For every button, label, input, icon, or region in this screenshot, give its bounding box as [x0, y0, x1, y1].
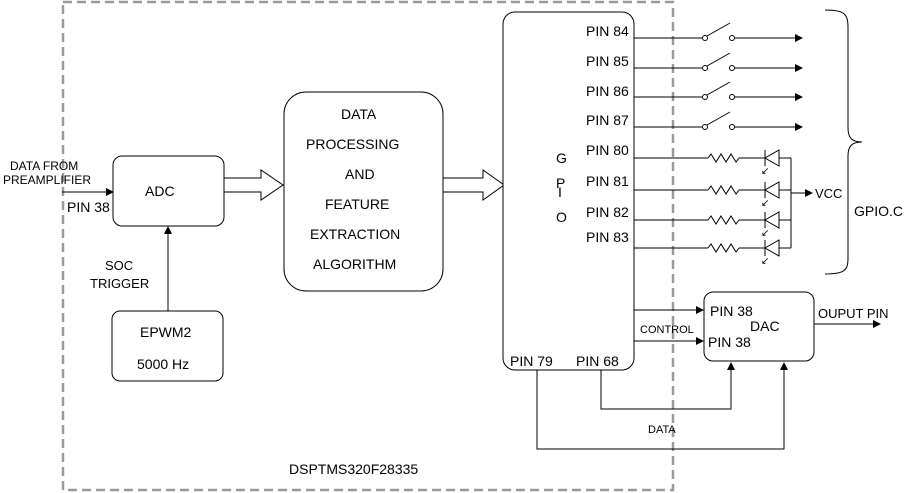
led-icon: [763, 211, 780, 229]
gpio-letter-p: P: [556, 175, 565, 191]
chip-boundary: [61, 0, 675, 492]
gpio-pin-82: PIN 82: [586, 204, 629, 220]
switch-icon: [702, 35, 708, 41]
dac-label: DAC: [750, 318, 780, 334]
gpio-connector-brace: [824, 9, 863, 275]
led-icon: [763, 181, 780, 199]
gpio-pin-68: PIN 68: [576, 353, 619, 369]
switch-row-87: [634, 111, 803, 131]
svg-text:↙: ↙: [761, 166, 769, 177]
switch-row-85: [634, 52, 803, 72]
led-row-82: ↙: [634, 211, 791, 239]
epwm-block: [111, 310, 224, 382]
resistor-icon: [707, 243, 740, 253]
input-signal: DATA FROM PREAMPLIFIER PIN 38: [3, 159, 114, 215]
led-row-81: ↙: [634, 181, 791, 209]
gpio-pin-81: PIN 81: [586, 173, 629, 189]
gpio-pin-79: PIN 79: [510, 353, 553, 369]
processing-line-3: AND: [345, 166, 375, 182]
soc-label-line1: SOC: [105, 258, 133, 273]
led-row-83: ↙: [634, 239, 791, 267]
adc-label: ADC: [145, 183, 175, 199]
gpio-letter-o: O: [556, 209, 567, 225]
data-label: DATA: [648, 424, 676, 436]
svg-text:↙: ↙: [761, 198, 769, 209]
data-line-pin68: [600, 362, 735, 410]
led-icon: [763, 239, 780, 257]
switch-icon: [702, 65, 708, 71]
resistor-icon: [707, 153, 740, 163]
resistor-icon: [707, 185, 740, 195]
led-row-80: ↙: [634, 149, 791, 177]
gpio-pin-80: PIN 80: [586, 142, 629, 158]
gpio-pin-87: PIN 87: [586, 112, 629, 128]
data-line-pin79: [536, 362, 788, 450]
gpio-block: [502, 11, 635, 371]
epwm-label: EPWM2: [140, 324, 192, 340]
adc-input-pin: PIN 38: [67, 199, 110, 215]
vcc-label: VCC: [815, 186, 842, 201]
switch-icon: [702, 124, 708, 130]
processing-to-gpio-arrow: [442, 169, 505, 201]
gpio-connector-label: GPIO.C: [854, 203, 903, 219]
processing-line-1: DATA: [341, 106, 377, 122]
processing-line-5: EXTRACTION: [310, 226, 400, 242]
processing-line-6: ALGORITHM: [313, 256, 396, 272]
epwm-frequency: 5000 Hz: [137, 356, 189, 372]
dac-pin-top: PIN 38: [710, 303, 753, 319]
chip-label: DSPTMS320F28335: [289, 461, 418, 477]
processing-line-4: FEATURE: [325, 196, 389, 212]
switch-row-86: [634, 81, 803, 101]
dac-block: [703, 291, 815, 362]
svg-text:↙: ↙: [761, 228, 769, 239]
adc-to-processing-arrow: [223, 169, 284, 201]
svg-text:↙: ↙: [761, 256, 769, 267]
soc-label-line2: TRIGGER: [90, 276, 149, 291]
gpio-pin-84: PIN 84: [586, 23, 629, 39]
resistor-icon: [707, 215, 740, 225]
control-label: CONTROL: [640, 324, 694, 336]
processing-line-2: PROCESSING: [306, 136, 399, 152]
dac-output-label: OUPUT PIN: [818, 306, 889, 321]
gpio-letter-i: I: [558, 184, 562, 200]
gpio-pin-85: PIN 85: [586, 53, 629, 69]
led-icon: [763, 149, 780, 167]
switch-icon: [702, 94, 708, 100]
input-label-line2: PREAMPLIFIER: [3, 173, 91, 187]
gpio-letter-g: G: [556, 150, 567, 166]
input-label-line1: DATA FROM: [10, 159, 78, 173]
dac-pin-bottom: PIN 38: [708, 334, 751, 350]
switch-row-84: [634, 22, 803, 42]
gpio-pin-83: PIN 83: [586, 229, 629, 245]
gpio-pin-86: PIN 86: [586, 83, 629, 99]
